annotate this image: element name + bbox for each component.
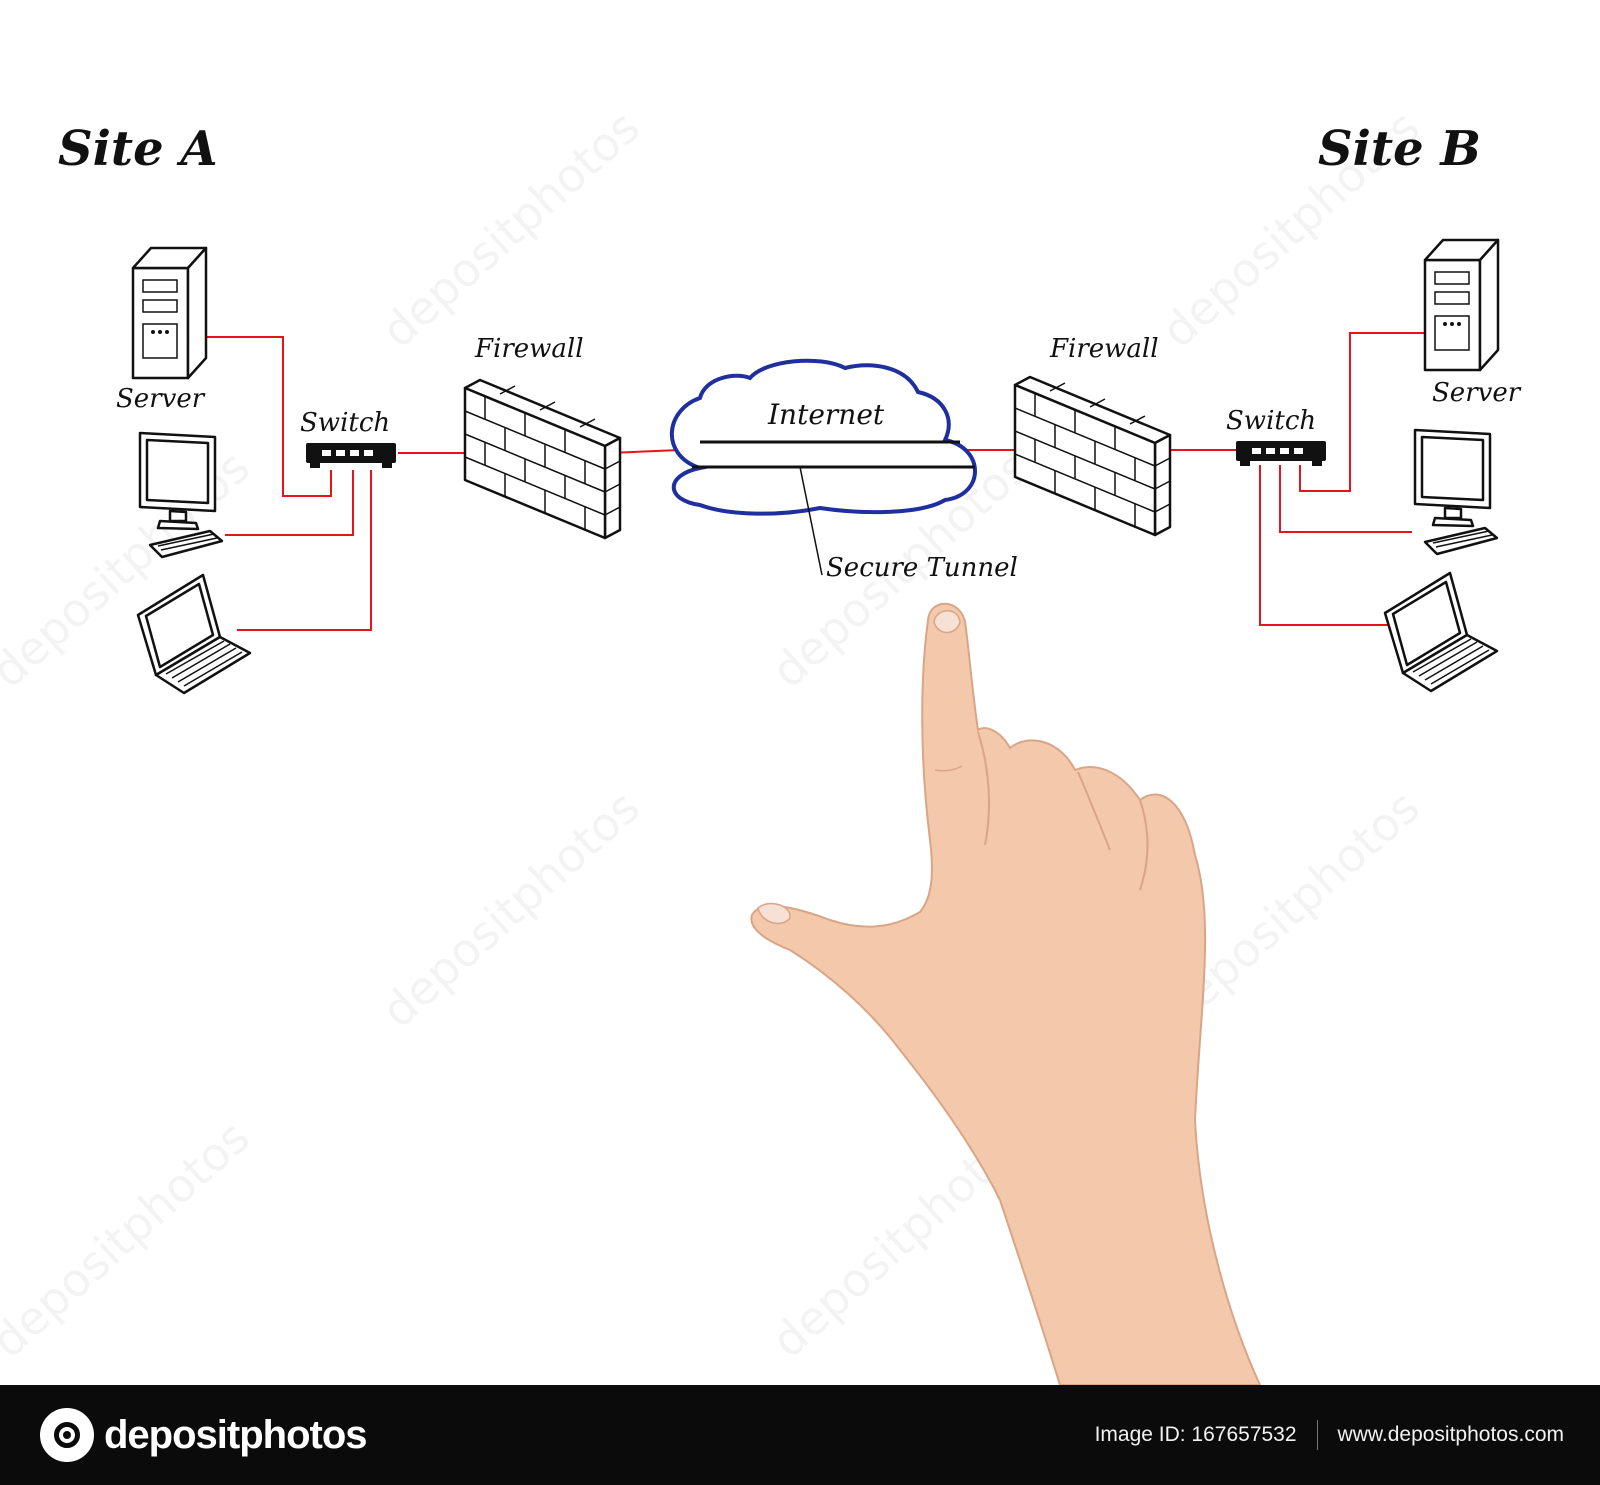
switch-icon bbox=[306, 443, 396, 468]
hand-pointer bbox=[750, 602, 1262, 1385]
watermark-layer: depositphotos depositphotos depositphoto… bbox=[0, 100, 1430, 1368]
footer-info: Image ID: 167657532 www.depositphotos.co… bbox=[1095, 1420, 1564, 1450]
switch-icon bbox=[1236, 441, 1326, 466]
internet-cloud: Internet bbox=[669, 358, 977, 516]
site-b-firewall-label: Firewall bbox=[1049, 334, 1159, 364]
network-diagram: depositphotos depositphotos depositphoto… bbox=[0, 100, 1522, 1385]
site-b-switch-label: Switch bbox=[1226, 406, 1316, 436]
brand-name: depositphotos bbox=[104, 1412, 368, 1457]
site-a-switch: Switch bbox=[300, 408, 396, 468]
firewall-icon bbox=[463, 378, 622, 540]
server-icon bbox=[1423, 238, 1500, 372]
footer-bar: depositphotos Image ID: 167657532 www.de… bbox=[0, 1385, 1600, 1485]
monitor-icon bbox=[1413, 428, 1499, 556]
internet-label: Internet bbox=[767, 398, 885, 431]
site-b-title: Site B bbox=[1318, 121, 1481, 177]
laptop-icon bbox=[1383, 571, 1499, 693]
secure-tunnel-label: Secure Tunnel bbox=[826, 553, 1018, 583]
image-id: Image ID: 167657532 bbox=[1094, 1423, 1297, 1446]
site-a-firewall-label: Firewall bbox=[474, 334, 584, 364]
site-b-switch: Switch bbox=[1226, 406, 1326, 466]
site-a-server: Server bbox=[116, 246, 208, 414]
site-a-firewall: Firewall bbox=[463, 334, 622, 540]
brand-logo[interactable]: depositphotos bbox=[40, 1408, 368, 1462]
svg-text:depositphotos: depositphotos bbox=[371, 780, 650, 1038]
site-a-switch-label: Switch bbox=[300, 408, 390, 438]
footer-divider bbox=[1316, 1420, 1318, 1450]
firewall-icon bbox=[1013, 375, 1172, 537]
cloud-icon bbox=[669, 358, 977, 516]
server-icon bbox=[131, 246, 208, 380]
site-url[interactable]: www.depositphotos.com bbox=[1337, 1423, 1564, 1446]
site-a-title: Site A bbox=[58, 121, 218, 177]
svg-text:depositphotos: depositphotos bbox=[371, 100, 650, 358]
site-b-server: Server bbox=[1423, 238, 1522, 408]
camera-icon bbox=[40, 1408, 94, 1462]
site-b-server-label: Server bbox=[1432, 378, 1522, 408]
secure-tunnel-callout: Secure Tunnel bbox=[799, 466, 1018, 583]
laptop-icon bbox=[136, 573, 252, 695]
site-b-firewall: Firewall bbox=[1013, 334, 1172, 537]
site-a-server-label: Server bbox=[116, 384, 206, 414]
svg-text:depositphotos: depositphotos bbox=[0, 1110, 260, 1368]
